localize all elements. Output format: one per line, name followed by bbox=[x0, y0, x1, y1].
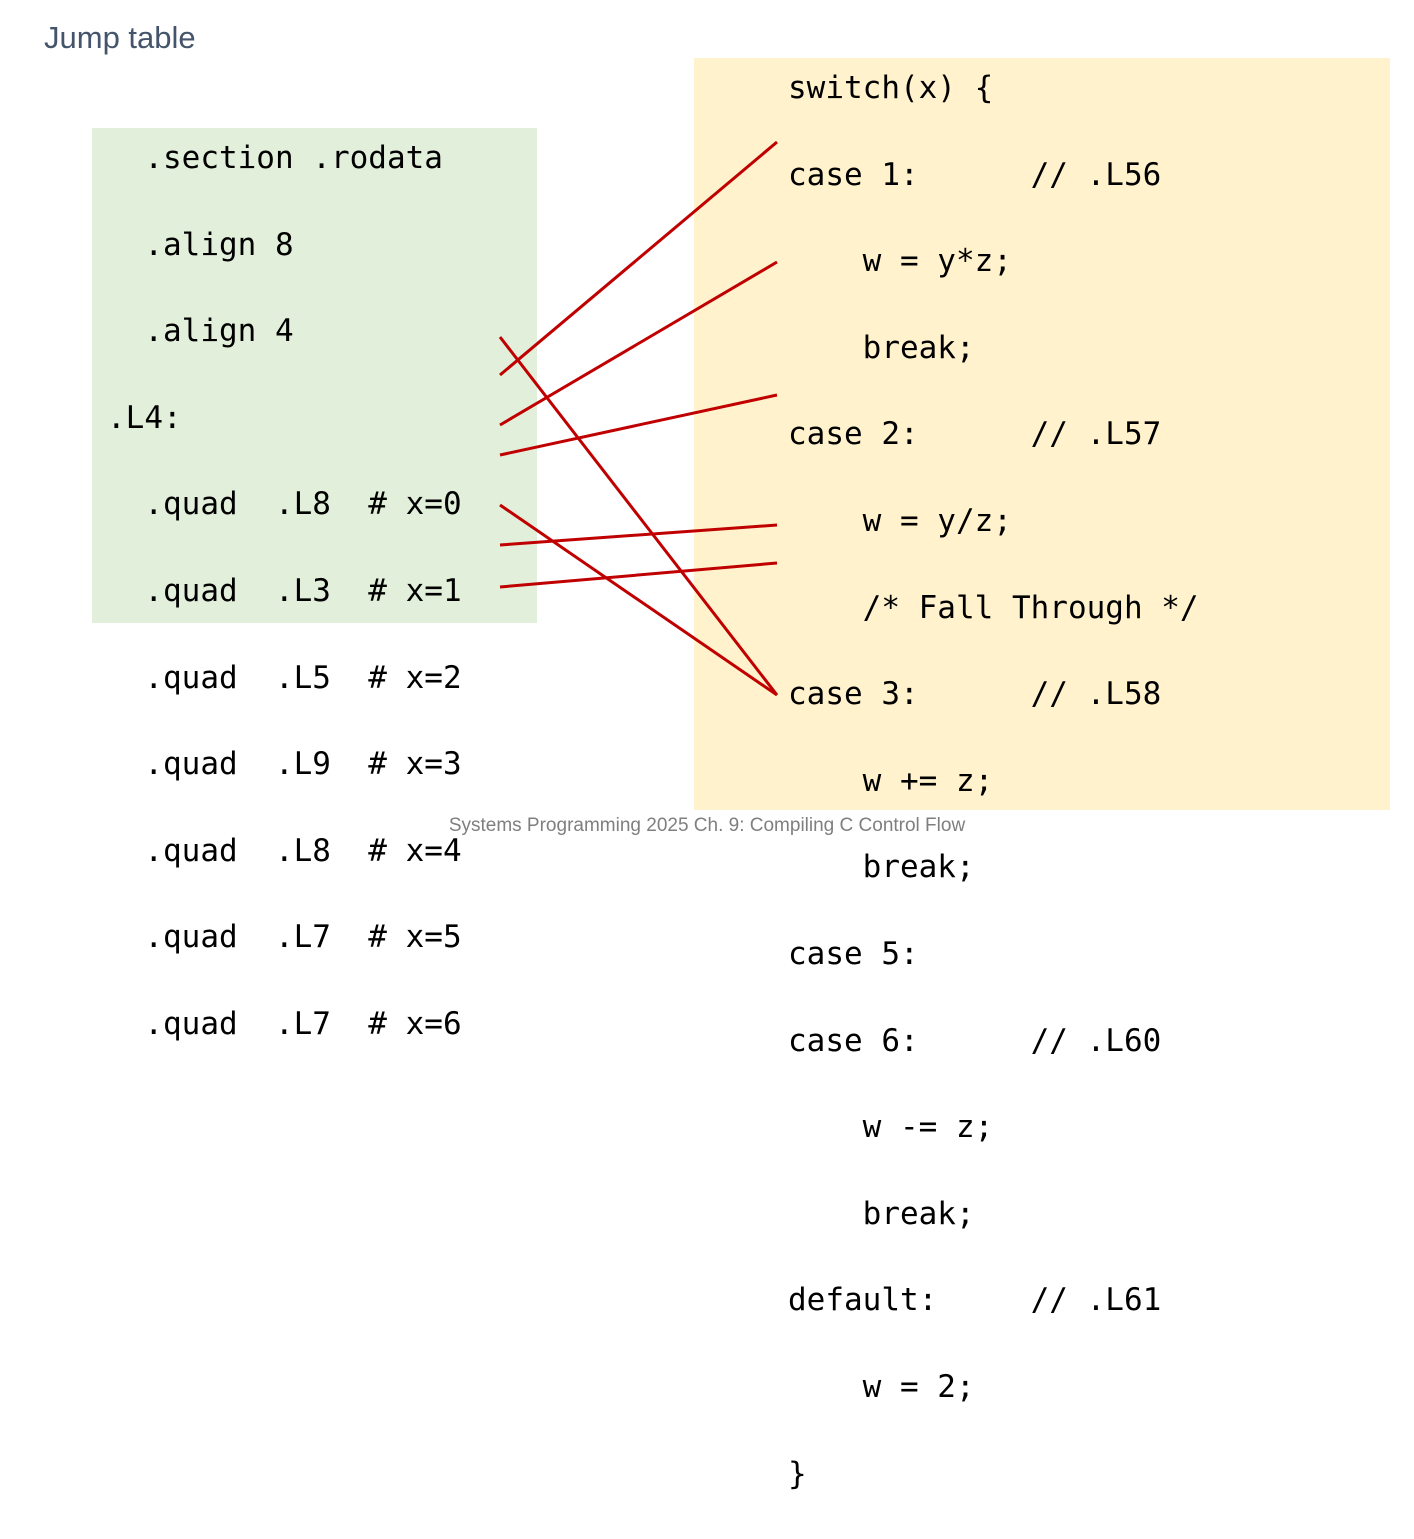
c-line-case-6: case 6: // .L60 bbox=[788, 1022, 1162, 1059]
connector-x0-default bbox=[498, 336, 779, 696]
c-line-stmt: w = y*z; bbox=[788, 243, 1012, 280]
connector-x1-case-1 bbox=[499, 140, 778, 377]
asm-line-entry-x0: .quad .L8 # x=0 bbox=[107, 486, 462, 523]
c-line-break: break; bbox=[788, 1195, 975, 1232]
asm-line-align-8: .align 8 bbox=[107, 226, 294, 263]
c-line-case-5: case 5: bbox=[788, 935, 919, 972]
c-line-stmt: w = y/z; bbox=[788, 502, 1012, 539]
asm-line-entry-x1: .quad .L3 # x=1 bbox=[107, 572, 462, 609]
jump-table-panel bbox=[92, 128, 537, 623]
c-line-break: break; bbox=[788, 329, 975, 366]
connector-x4-default bbox=[499, 503, 778, 697]
c-line-close-brace: } bbox=[788, 1455, 807, 1492]
asm-line-entry-x3: .quad .L9 # x=3 bbox=[107, 746, 462, 783]
switch-code-panel bbox=[694, 58, 1390, 810]
connector-x6-case-6 bbox=[499, 561, 778, 589]
c-line-case-2: case 2: // .L57 bbox=[788, 416, 1162, 453]
connector-x2-case-2 bbox=[499, 260, 778, 427]
c-line-stmt: w += z; bbox=[788, 762, 994, 799]
c-line-case-1: case 1: // .L56 bbox=[788, 156, 1162, 193]
slide-title: Jump table bbox=[44, 20, 196, 55]
asm-line-entry-x2: .quad .L5 # x=2 bbox=[107, 659, 462, 696]
c-line-stmt: w -= z; bbox=[788, 1109, 994, 1146]
asm-line-section: .section .rodata bbox=[107, 140, 443, 176]
c-line-comment: /* Fall Through */ bbox=[788, 589, 1199, 626]
jump-connections bbox=[498, 140, 779, 697]
c-line-case-3: case 3: // .L58 bbox=[788, 676, 1162, 713]
asm-line-entry-x5: .quad .L7 # x=5 bbox=[107, 919, 462, 956]
c-line-default: default: // .L61 bbox=[788, 1282, 1162, 1319]
asm-line-align-4: .align 4 bbox=[107, 313, 294, 350]
c-line-stmt: w = 2; bbox=[788, 1368, 975, 1405]
c-line-switch: switch(x) { bbox=[788, 70, 994, 106]
connector-x5-case-5 bbox=[499, 523, 778, 547]
asm-line-label-l4: .L4: bbox=[107, 399, 182, 436]
slide-footer: Systems Programming 2025 Ch. 9: Compilin… bbox=[448, 815, 966, 836]
asm-line-entry-x4: .quad .L8 # x=4 bbox=[107, 832, 462, 869]
connector-x3-case-3 bbox=[499, 393, 778, 457]
asm-line-entry-x6: .quad .L7 # x=6 bbox=[107, 1005, 462, 1042]
